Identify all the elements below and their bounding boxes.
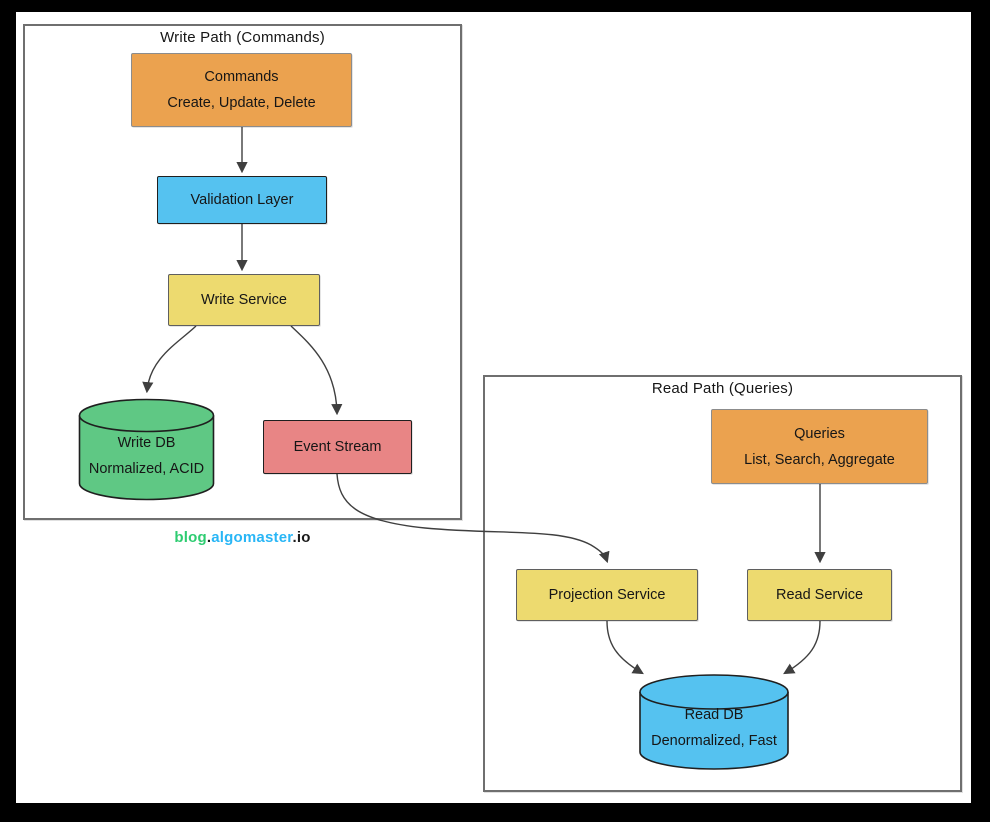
read-service-node: Read Service (747, 569, 892, 621)
write-db-label: Write DB Normalized, ACID (78, 430, 215, 482)
write-path-title: Write Path (Commands) (160, 29, 325, 46)
write-path-group-box (23, 24, 462, 520)
event-stream-node: Event Stream (263, 420, 412, 474)
commands-node-title: Commands (204, 69, 279, 85)
projection-service-node: Projection Service (516, 569, 698, 621)
validation-layer-label: Validation Layer (190, 192, 294, 208)
read-db-cylinder-shape (639, 674, 789, 770)
write-db-title: Write DB (117, 435, 176, 451)
write-service-label: Write Service (201, 292, 287, 308)
read-db-cylinder: Read DB Denormalized, Fast (638, 674, 790, 772)
queries-node-title: Queries (794, 425, 845, 442)
write-db-cylinder-shape (78, 398, 215, 501)
watermark-blog: blog (174, 529, 207, 546)
queries-node-subtitle: List, Search, Aggregate (744, 451, 895, 468)
commands-node: Commands Create, Update, Delete (131, 53, 352, 127)
read-db-subtitle: Denormalized, Fast (651, 733, 777, 749)
validation-layer-node: Validation Layer (157, 176, 327, 224)
watermark-algomaster: algomaster (211, 529, 293, 546)
write-db-cylinder: Write DB Normalized, ACID (78, 398, 215, 501)
projection-service-label: Projection Service (548, 587, 666, 603)
write-db-subtitle: Normalized, ACID (88, 461, 205, 477)
read-path-title: Read Path (Queries) (651, 380, 794, 397)
read-db-title: Read DB (684, 707, 744, 723)
event-stream-label: Event Stream (293, 439, 382, 455)
commands-node-subtitle: Create, Update, Delete (167, 95, 316, 111)
watermark-dot1: . (206, 529, 212, 546)
watermark: blog.algomaster.io (23, 529, 462, 546)
watermark-io: io (296, 529, 311, 546)
read-service-label: Read Service (775, 587, 864, 603)
queries-node: Queries List, Search, Aggregate (711, 409, 928, 484)
read-db-label: Read DB Denormalized, Fast (638, 702, 790, 754)
write-service-node: Write Service (168, 274, 320, 326)
watermark-dot2: . (292, 529, 297, 546)
read-path-group-box (483, 375, 962, 792)
